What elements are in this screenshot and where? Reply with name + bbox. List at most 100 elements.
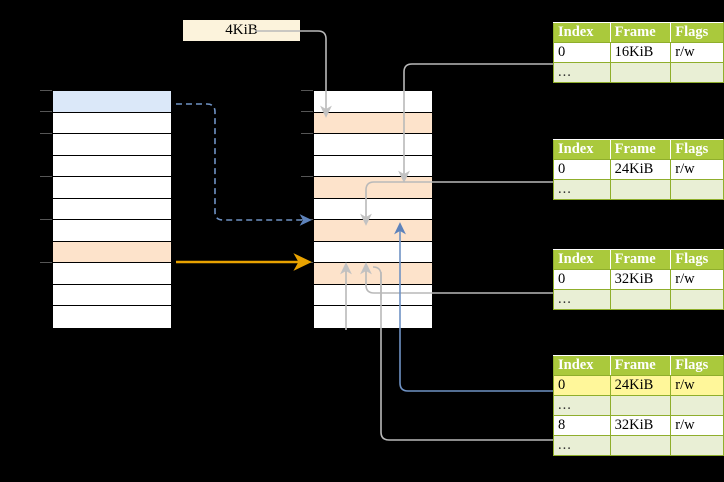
tick-mark bbox=[40, 90, 52, 91]
table-cell: r/w bbox=[670, 42, 724, 63]
table-cell: 24KiB bbox=[609, 159, 672, 180]
table-cell bbox=[609, 395, 672, 416]
memory-cell bbox=[314, 155, 432, 178]
table-cell: 0 bbox=[553, 269, 611, 290]
table-cell bbox=[670, 435, 724, 456]
table-cell bbox=[670, 62, 724, 83]
table-cell: 0 bbox=[553, 375, 611, 396]
page-size-label: 4KiB bbox=[183, 20, 300, 41]
column-header-flags: Flags bbox=[670, 249, 724, 270]
table-ellipsis-row: ... bbox=[553, 395, 724, 416]
column-header-frame: Frame bbox=[609, 22, 672, 43]
table-cell: ... bbox=[553, 62, 611, 83]
column-header-flags: Flags bbox=[670, 22, 724, 43]
memory-cell bbox=[314, 91, 432, 113]
tick-mark bbox=[40, 176, 52, 177]
table-cell: r/w bbox=[670, 415, 724, 436]
table-cell bbox=[609, 179, 672, 200]
memory-cell bbox=[314, 112, 432, 135]
column-header-flags: Flags bbox=[670, 139, 724, 160]
table-cell: r/w bbox=[670, 159, 724, 180]
column-header-index: Index bbox=[553, 139, 611, 160]
memory-cell bbox=[53, 263, 171, 285]
virtual-address-space-column bbox=[52, 90, 172, 329]
table-cell: r/w bbox=[670, 375, 724, 396]
memory-cell bbox=[314, 284, 432, 307]
memory-cell bbox=[53, 91, 171, 113]
table-cell: r/w bbox=[670, 269, 724, 290]
memory-cell bbox=[53, 306, 171, 329]
tick-mark bbox=[40, 262, 52, 263]
memory-cell bbox=[53, 177, 171, 199]
column-header-index: Index bbox=[553, 249, 611, 270]
table-cell: 0 bbox=[553, 159, 611, 180]
physical-memory-column bbox=[313, 90, 433, 329]
memory-cell bbox=[314, 134, 432, 156]
physical-column-ticks bbox=[301, 90, 313, 328]
virtual-column-ticks bbox=[40, 90, 52, 328]
table-cell: 8 bbox=[553, 415, 611, 436]
column-header-frame: Frame bbox=[609, 355, 672, 376]
memory-cell bbox=[53, 284, 171, 307]
tick-mark bbox=[40, 111, 52, 112]
column-header-index: Index bbox=[553, 22, 611, 43]
memory-cell bbox=[314, 177, 432, 199]
column-header-frame: Frame bbox=[609, 249, 672, 270]
memory-cell bbox=[314, 263, 432, 285]
memory-cell bbox=[53, 134, 171, 156]
table-cell: 32KiB bbox=[609, 415, 672, 436]
tick-mark bbox=[301, 176, 313, 177]
memory-cell bbox=[314, 306, 432, 329]
memory-cell bbox=[314, 241, 432, 264]
wire-virtual-blue-to-physical bbox=[176, 103, 312, 226]
tick-mark bbox=[40, 133, 52, 134]
tick-mark bbox=[301, 262, 313, 263]
tick-mark bbox=[40, 219, 52, 220]
table-cell bbox=[609, 289, 672, 310]
table-cell: ... bbox=[553, 179, 611, 200]
memory-cell bbox=[314, 220, 432, 242]
table-cell: 24KiB bbox=[609, 375, 672, 396]
table-cell bbox=[609, 62, 672, 83]
memory-cell bbox=[53, 155, 171, 178]
tick-mark bbox=[301, 90, 313, 91]
table-cell bbox=[670, 289, 724, 310]
table-cell bbox=[670, 395, 724, 416]
memory-cell bbox=[53, 220, 171, 242]
memory-cell bbox=[314, 198, 432, 221]
table-cell: 32KiB bbox=[609, 269, 672, 290]
table-ellipsis-row: ... bbox=[553, 179, 724, 200]
column-header-frame: Frame bbox=[609, 139, 672, 160]
table-cell bbox=[609, 435, 672, 456]
tick-mark bbox=[301, 133, 313, 134]
tick-mark bbox=[301, 111, 313, 112]
table-ellipsis-row: ... bbox=[553, 435, 724, 456]
memory-cell bbox=[53, 112, 171, 135]
table-cell bbox=[670, 179, 724, 200]
tick-mark bbox=[301, 219, 313, 220]
table-ellipsis-row: ... bbox=[553, 62, 724, 83]
table-cell: ... bbox=[553, 435, 611, 456]
memory-cell bbox=[53, 241, 171, 264]
table-ellipsis-row: ... bbox=[553, 289, 724, 310]
table-cell: ... bbox=[553, 395, 611, 416]
table-cell: 16KiB bbox=[609, 42, 672, 63]
memory-cell bbox=[53, 198, 171, 221]
table-cell: ... bbox=[553, 289, 611, 310]
column-header-index: Index bbox=[553, 355, 611, 376]
column-header-flags: Flags bbox=[670, 355, 724, 376]
